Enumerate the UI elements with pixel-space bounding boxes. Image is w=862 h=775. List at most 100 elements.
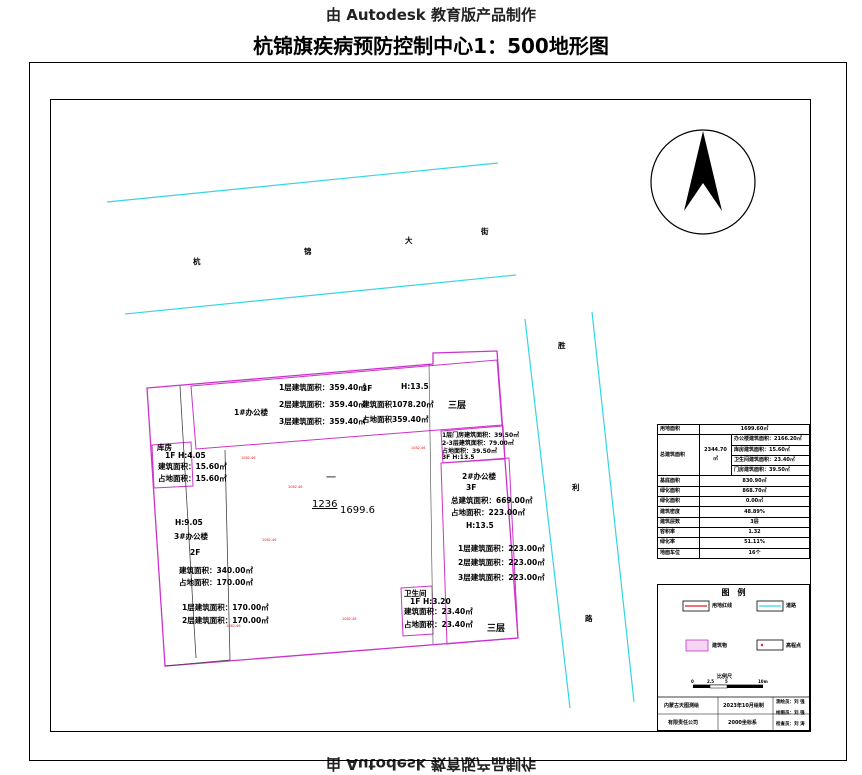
b3-floor2: 2层建筑面积：170.00㎡ [182,616,269,625]
b1-floor2: 2层建筑面积：359.40㎡ [279,400,366,409]
building-2-outline [440,457,519,645]
b1-name: 1#办公楼 [234,408,269,417]
legend-item-elevation: 高程点 [786,643,802,649]
land-label: 用地面积 [657,423,700,436]
b1-mark: 三层 [448,401,467,411]
legend-building-icon [685,639,709,652]
scale-bar-seg-2 [709,684,728,689]
gate-floor23: 2-3层建筑面积：79.00㎡ [442,440,514,447]
b1-footprint: 占地面积359.40㎡ [362,415,429,424]
legend-box: 图 例 用地红线 道路 建筑物 高程点 比例尺 0 2.5 5 10m 内蒙古天… [657,584,811,732]
stats-row-value: 868.70㎡ [699,485,810,498]
b3-area: 建筑面积：340.00㎡ [179,566,253,575]
legend-item-boundary: 用地红线 [712,603,733,609]
b2-floor1: 1层建筑面积：223.00㎡ [458,544,545,553]
north-arrow-circle [650,129,756,235]
scale-title: 比例尺 [717,674,733,680]
b2-mark: 三层 [487,624,506,634]
footer-role1: 测绘员：刘 强 [776,700,805,705]
total-value: 2344.70㎡ [699,434,732,477]
stats-row-value: 1.32 [699,526,810,539]
b2-floor3: 3层建筑面积：223.00㎡ [458,573,545,582]
road-north-char-2: 锦 [304,247,312,256]
land-value: 1699.60㎡ [699,423,810,436]
road-line-east-a [524,318,571,709]
divider-line-d [428,363,434,645]
stats-row-label: 基底面积 [657,475,700,487]
b2-footprint: 占地面积：223.00㎡ [451,508,525,517]
sub-warehouse: 库房建筑面积：15.60㎡ [731,444,810,456]
warehouse-area: 建筑面积：15.60㎡ [158,462,227,471]
b2-floors: 3F [466,483,477,492]
stats-row-total: 总建筑面积 2344.70㎡ 办公楼建筑面积：2166.20㎡ [657,434,810,477]
stats-table: 用地面积 1699.60㎡ 总建筑面积 2344.70㎡ 办公楼建筑面积：216… [657,423,810,559]
scale-tick-3: 10m [758,679,768,684]
stats-row-label: 绿化面积 [657,496,700,508]
stats-row-land: 用地面积 1699.60㎡ [657,423,810,436]
legend-road-box [756,600,784,612]
parcel-mark: 一 [326,473,336,484]
b3-floors: 2F [190,548,201,557]
road-east-char-1: 胜 [558,341,566,350]
scale-tick-2: 5 [725,679,728,684]
toilet-footprint: 占地面积：23.40㎡ [404,620,473,629]
warehouse-name: 库房 [157,443,172,452]
stats-row-value: 0.00㎡ [699,496,810,508]
b1-floor1: 1层建筑面积：359.40㎡ [279,383,366,392]
stats-row-label: 建筑层数 [657,516,700,528]
parcel-code: 1236 [312,499,338,510]
road-line-east-b [591,311,635,703]
b2-floor2: 2层建筑面积：223.00㎡ [458,558,545,567]
legend-red-line-box [682,600,710,612]
total-label: 总建筑面积 [657,434,700,477]
north-arrow-icon [684,131,722,211]
b1-floors: 3F [362,384,373,393]
sub-gate: 门房建筑面积：39.50㎡ [731,465,810,477]
gate-house-outline [440,425,506,464]
warehouse-footprint: 占地面积：15.60㎡ [158,474,227,483]
map-title: 杭锦旗疾病预防控制中心1：500地形图 [253,34,609,58]
legend-elev-icon [760,643,764,647]
legend-symbols [658,600,811,732]
stats-row-label: 地面车位 [657,547,700,559]
b1-floor3: 3层建筑面积：359.40㎡ [279,417,366,426]
b3-name: 3#办公楼 [174,532,209,541]
road-east-char-2: 利 [572,483,580,492]
scale-tick-0: 0 [691,679,694,684]
footer-role2: 绘图员：刘 强 [776,711,805,716]
stats-row-value: 830.90㎡ [699,475,810,487]
b1-height: H:13.5 [401,382,429,391]
scale-bar-seg-1 [693,685,710,688]
road-north-char-3: 大 [405,236,413,245]
watermark-top: 由 Autodesk 教育版产品制作 [325,6,537,24]
legend-item-road: 道路 [786,603,797,609]
footer-coord: 2000坐标系 [728,720,757,726]
footer-org1: 内蒙古天图测绘 [664,703,700,709]
footer-date: 2023年10月绘制 [723,703,764,709]
toilet-height: 1F H:3.20 [410,597,451,606]
b2-total: 总建筑面积：669.00㎡ [451,496,533,505]
legend-title: 图 例 [721,588,746,597]
road-north-char-4: 街 [481,227,489,236]
road-east-char-3: 路 [585,614,593,623]
inner-frame [50,99,811,732]
sub-office: 办公楼建筑面积：2166.20㎡ [731,434,810,446]
scale-tick-1: 2.5 [707,679,715,684]
road-line-north-a [106,162,499,203]
footer-role3: 检查员：刘 涛 [776,722,805,727]
outer-frame [29,62,847,761]
divider-line-a [179,385,197,659]
b1-total: 建筑面积1078.20㎡ [362,400,434,409]
stats-row-value: 3层 [699,516,810,528]
footer-org2: 有限责任公司 [668,720,699,726]
sub-toilet: 卫生间建筑面积：23.40㎡ [731,454,810,467]
legend-item-building: 建筑物 [712,643,728,649]
b2-name: 2#办公楼 [462,472,497,481]
